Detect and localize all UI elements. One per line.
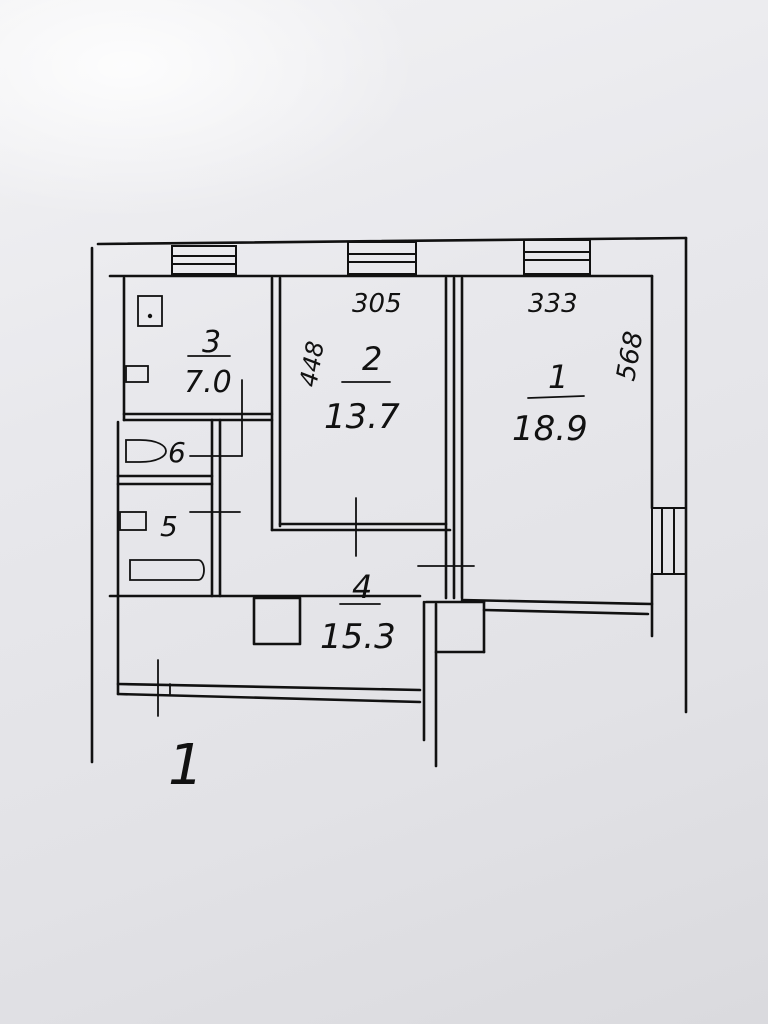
room-3-walls <box>122 276 282 532</box>
window-room1 <box>523 239 591 275</box>
room-3-area: 7.0 <box>184 365 232 400</box>
room-3-label: 3 7.0 <box>184 325 232 400</box>
dimension-label-room1-width: 333 <box>528 289 578 319</box>
room-4-number: 4 <box>352 568 372 606</box>
room-2-walls <box>270 276 475 600</box>
bathroom-walls <box>108 418 422 598</box>
room-2-area: 13.7 <box>324 397 400 437</box>
window-side <box>651 507 687 575</box>
dimension-label-room1-depth: 568 <box>611 329 649 383</box>
room-1-area: 18.9 <box>512 409 588 449</box>
dimension-label-room2-width: 305 <box>352 289 402 319</box>
window-room3 <box>171 245 237 275</box>
hallway-walls <box>116 594 654 768</box>
room-2-number: 2 <box>362 340 382 378</box>
room-3-number: 3 <box>202 325 221 360</box>
room-2-width-label: 305 <box>352 289 402 319</box>
dimension-label-room2-depth: 448 <box>294 339 330 389</box>
room-2-label: 2 13.7 <box>324 340 400 437</box>
room-6-number: 6 <box>168 436 186 469</box>
floor-label: 1 <box>168 733 204 798</box>
room-5-number: 5 <box>160 510 178 543</box>
room-4-label: 4 15.3 <box>320 568 396 657</box>
room-1-number: 1 <box>548 358 568 396</box>
room-4-area: 15.3 <box>320 617 396 657</box>
room-1-width-label: 333 <box>528 289 578 319</box>
room-1-label: 1 18.9 <box>512 358 588 449</box>
window-room2 <box>347 241 417 275</box>
